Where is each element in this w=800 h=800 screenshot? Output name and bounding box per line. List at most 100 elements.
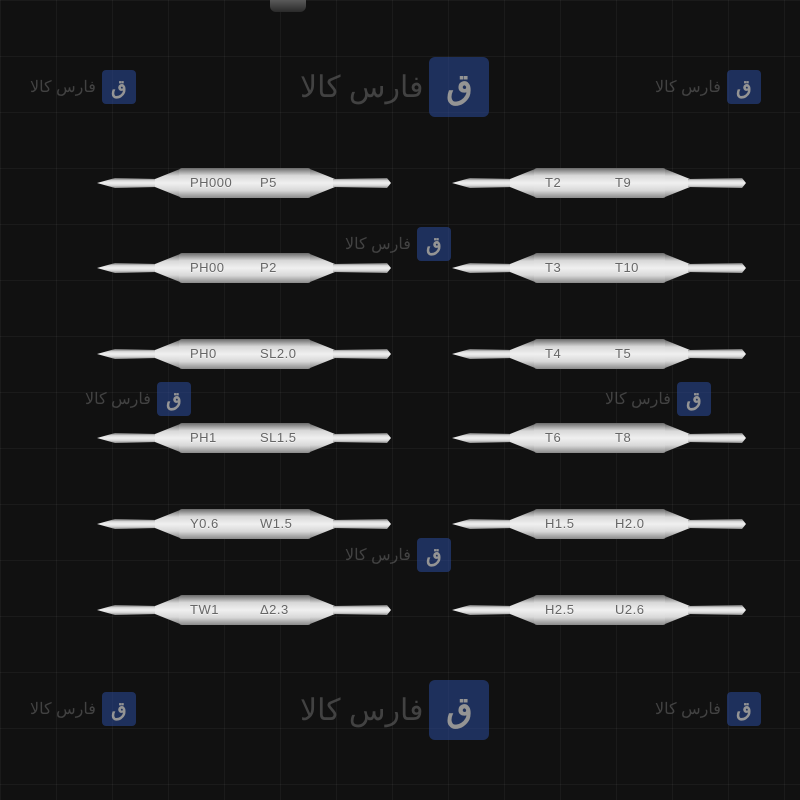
watermark-logo-icon: ق (416, 538, 451, 572)
bit-tip-left (97, 178, 157, 188)
bit-tip-right (688, 433, 746, 443)
bit-hex-body (534, 423, 666, 453)
bit-hex-body (179, 595, 311, 625)
watermark-logo-icon: ق (676, 382, 711, 416)
bit-tip-right (688, 178, 746, 188)
watermark-text: فارس کالا (655, 701, 721, 718)
watermark-text: فارس کالا (300, 70, 424, 104)
bit-tip-left (97, 519, 157, 529)
bit-tip-left (452, 605, 512, 615)
bit-tip-right (688, 263, 746, 273)
watermark: فارس کالا ق (300, 57, 490, 117)
watermark: فارس کالا ق (345, 538, 451, 572)
screwdriver-bit: T4 T5 (450, 332, 750, 376)
bit-collar-right (665, 254, 690, 282)
screwdriver-bit: T2 T9 (450, 161, 750, 205)
watermark-logo-icon: ق (101, 692, 136, 726)
bit-hex-body (179, 168, 311, 198)
bit-label-right: T9 (615, 175, 632, 190)
bit-collar-left (510, 340, 535, 368)
bit-hex-body (534, 595, 666, 625)
bit-label-right: W1.5 (260, 516, 293, 531)
watermark-text: فارس کالا (345, 236, 411, 253)
bit-tip-right (333, 433, 391, 443)
bit-shape (452, 595, 746, 625)
watermark: فارس کالا ق (655, 70, 761, 104)
screwdriver-bit: T6 T8 (450, 416, 750, 460)
watermark: فارس کالا ق (605, 382, 711, 416)
bit-tip-left (97, 263, 157, 273)
watermark-logo-icon: ق (156, 382, 191, 416)
bit-label-right: P5 (260, 175, 277, 190)
bit-collar-left (510, 424, 535, 452)
bit-collar-right (310, 340, 335, 368)
bit-label-left: T4 (545, 346, 562, 361)
bit-shape (452, 168, 746, 198)
bit-collar-left (510, 596, 535, 624)
watermark: فارس کالا ق (30, 70, 136, 104)
bit-label-left: T2 (545, 175, 562, 190)
watermark-logo-icon: ق (416, 227, 451, 261)
bit-label-right: T10 (615, 260, 639, 275)
bit-tip-left (452, 349, 512, 359)
bit-label-left: T3 (545, 260, 562, 275)
bit-shape (97, 339, 391, 369)
bit-collar-left (510, 254, 535, 282)
bit-tip-left (97, 433, 157, 443)
bit-tip-right (333, 519, 391, 529)
screwdriver-bit: PH1 SL1.5 (95, 416, 395, 460)
bit-tip-left (97, 349, 157, 359)
watermark-text: فارس کالا (30, 79, 96, 96)
watermark: فارس کالا ق (300, 680, 490, 740)
bit-label-left: T6 (545, 430, 562, 445)
bit-hex-body (534, 253, 666, 283)
bit-hex-body (179, 339, 311, 369)
bit-label-left: H1.5 (545, 516, 575, 531)
watermark-text: فارس کالا (30, 701, 96, 718)
bit-collar-right (310, 510, 335, 538)
bit-label-left: PH1 (190, 430, 217, 445)
bit-label-left: TW1 (190, 602, 219, 617)
watermark-text: فارس کالا (605, 391, 671, 408)
bit-collar-left (155, 510, 180, 538)
bit-label-right: Δ2.3 (260, 602, 289, 617)
bit-tip-right (333, 178, 391, 188)
bit-tip-right (333, 349, 391, 359)
bit-collar-left (155, 169, 180, 197)
bit-hex-body (179, 509, 311, 539)
bit-collar-left (510, 169, 535, 197)
bit-shape (452, 423, 746, 453)
bit-label-right: P2 (260, 260, 277, 275)
bit-tip-right (333, 605, 391, 615)
bit-label-right: T5 (615, 346, 632, 361)
watermark-text: فارس کالا (345, 547, 411, 564)
bit-tip-right (688, 519, 746, 529)
bit-collar-right (310, 596, 335, 624)
bit-tip-right (333, 263, 391, 273)
bit-shape (452, 253, 746, 283)
bit-hex-body (179, 253, 311, 283)
bit-collar-left (155, 424, 180, 452)
bit-collar-right (665, 340, 690, 368)
bit-label-left: H2.5 (545, 602, 575, 617)
watermark-logo-icon: ق (429, 680, 490, 740)
bit-label-right: SL1.5 (260, 430, 297, 445)
bit-collar-right (310, 169, 335, 197)
partial-tool-top (270, 0, 306, 12)
watermark-logo-icon: ق (726, 692, 761, 726)
bit-collar-left (510, 510, 535, 538)
screwdriver-bit: PH0 SL2.0 (95, 332, 395, 376)
bit-label-left: PH0 (190, 346, 217, 361)
bit-tip-left (97, 605, 157, 615)
bit-hex-body (534, 168, 666, 198)
watermark-logo-icon: ق (101, 70, 136, 104)
bit-label-right: T8 (615, 430, 632, 445)
screwdriver-bit: H2.5 U2.6 (450, 588, 750, 632)
bit-tip-right (688, 605, 746, 615)
bit-collar-right (665, 424, 690, 452)
bit-collar-right (665, 510, 690, 538)
bit-tip-left (452, 519, 512, 529)
watermark: فارس کالا ق (655, 692, 761, 726)
bit-hex-body (179, 423, 311, 453)
watermark: فارس کالا ق (85, 382, 191, 416)
